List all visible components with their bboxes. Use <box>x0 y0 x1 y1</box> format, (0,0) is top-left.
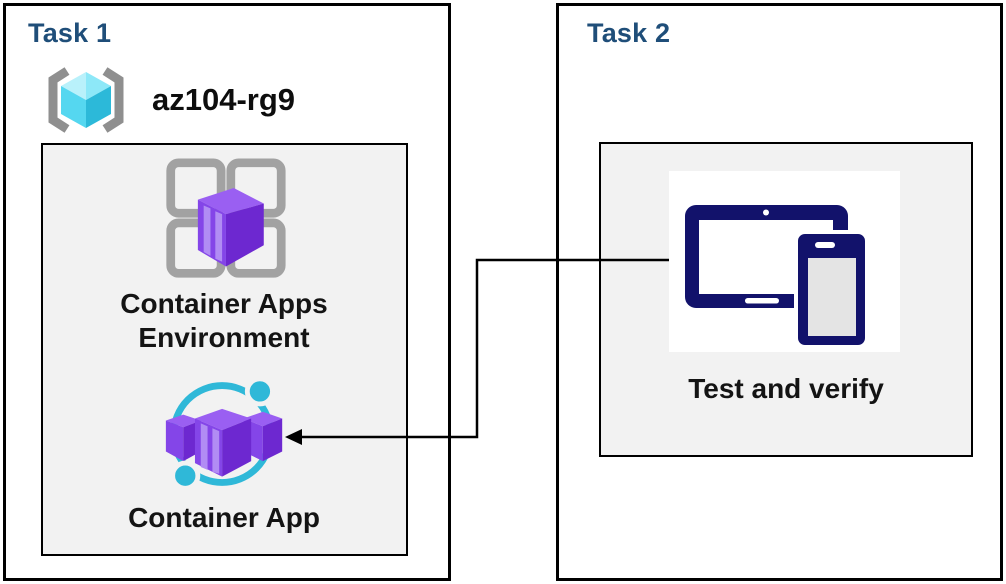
resource-group: az104-rg9 <box>36 64 295 136</box>
resource-group-icon <box>48 67 124 133</box>
test-verify-label: Test and verify <box>688 373 884 404</box>
devices-icon <box>685 205 869 349</box>
task1-title: Task 1 <box>28 18 112 49</box>
container-apps-environment-icon <box>166 158 286 278</box>
container-apps-environment-label: Container Apps Environment <box>120 288 328 354</box>
resource-group-name: az104-rg9 <box>152 82 296 117</box>
task2-title: Task 2 <box>587 18 671 49</box>
container-app-icon <box>165 376 283 491</box>
container-app-label: Container App <box>128 502 320 533</box>
